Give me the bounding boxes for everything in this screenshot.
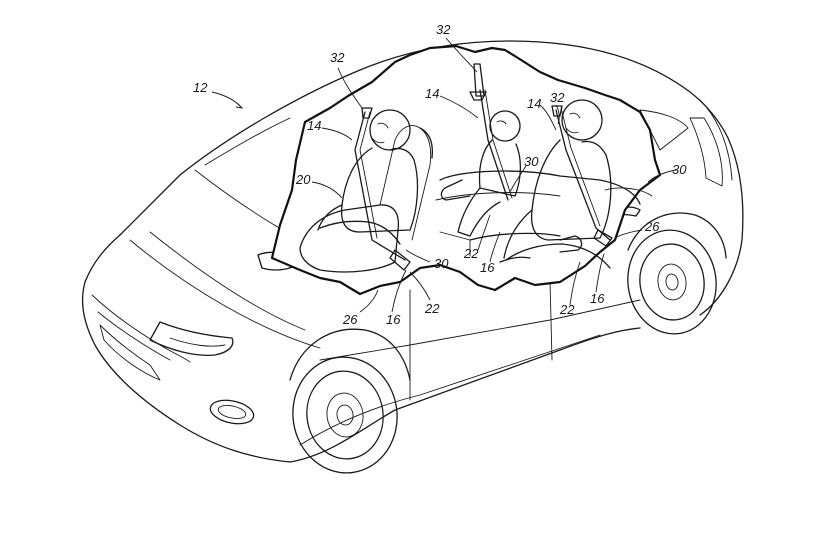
label-30-front: 30 bbox=[434, 256, 449, 271]
label-26-front: 26 bbox=[342, 312, 358, 327]
label-22-rear: 22 bbox=[559, 302, 575, 317]
label-14-front: 14 bbox=[307, 118, 321, 133]
label-26-rear: 26 bbox=[644, 219, 660, 234]
label-32-rear: 32 bbox=[550, 90, 565, 105]
label-14-middle: 14 bbox=[425, 86, 439, 101]
label-16-middle: 16 bbox=[480, 260, 495, 275]
rear-wheel bbox=[627, 212, 727, 335]
front-wheel bbox=[289, 328, 411, 474]
car-body bbox=[81, 40, 744, 463]
label-22-front: 22 bbox=[424, 301, 440, 316]
label-30-rear: 30 bbox=[672, 162, 687, 177]
leader-lines bbox=[211, 37, 677, 313]
reference-numerals: 12 32 32 32 14 14 14 20 30 30 30 22 22 2… bbox=[193, 22, 687, 327]
interior bbox=[299, 63, 653, 273]
label-16-rear: 16 bbox=[590, 291, 605, 306]
label-32-middle: 32 bbox=[436, 22, 451, 37]
rear-right-occupant-head bbox=[561, 99, 603, 141]
label-12: 12 bbox=[193, 80, 208, 95]
label-30-middle: 30 bbox=[524, 154, 539, 169]
label-14-rear: 14 bbox=[527, 96, 541, 111]
label-22-middle: 22 bbox=[463, 246, 479, 261]
label-20: 20 bbox=[295, 172, 311, 187]
child-occupant-head bbox=[489, 110, 521, 142]
label-32-front: 32 bbox=[330, 50, 345, 65]
label-16-front: 16 bbox=[386, 312, 401, 327]
